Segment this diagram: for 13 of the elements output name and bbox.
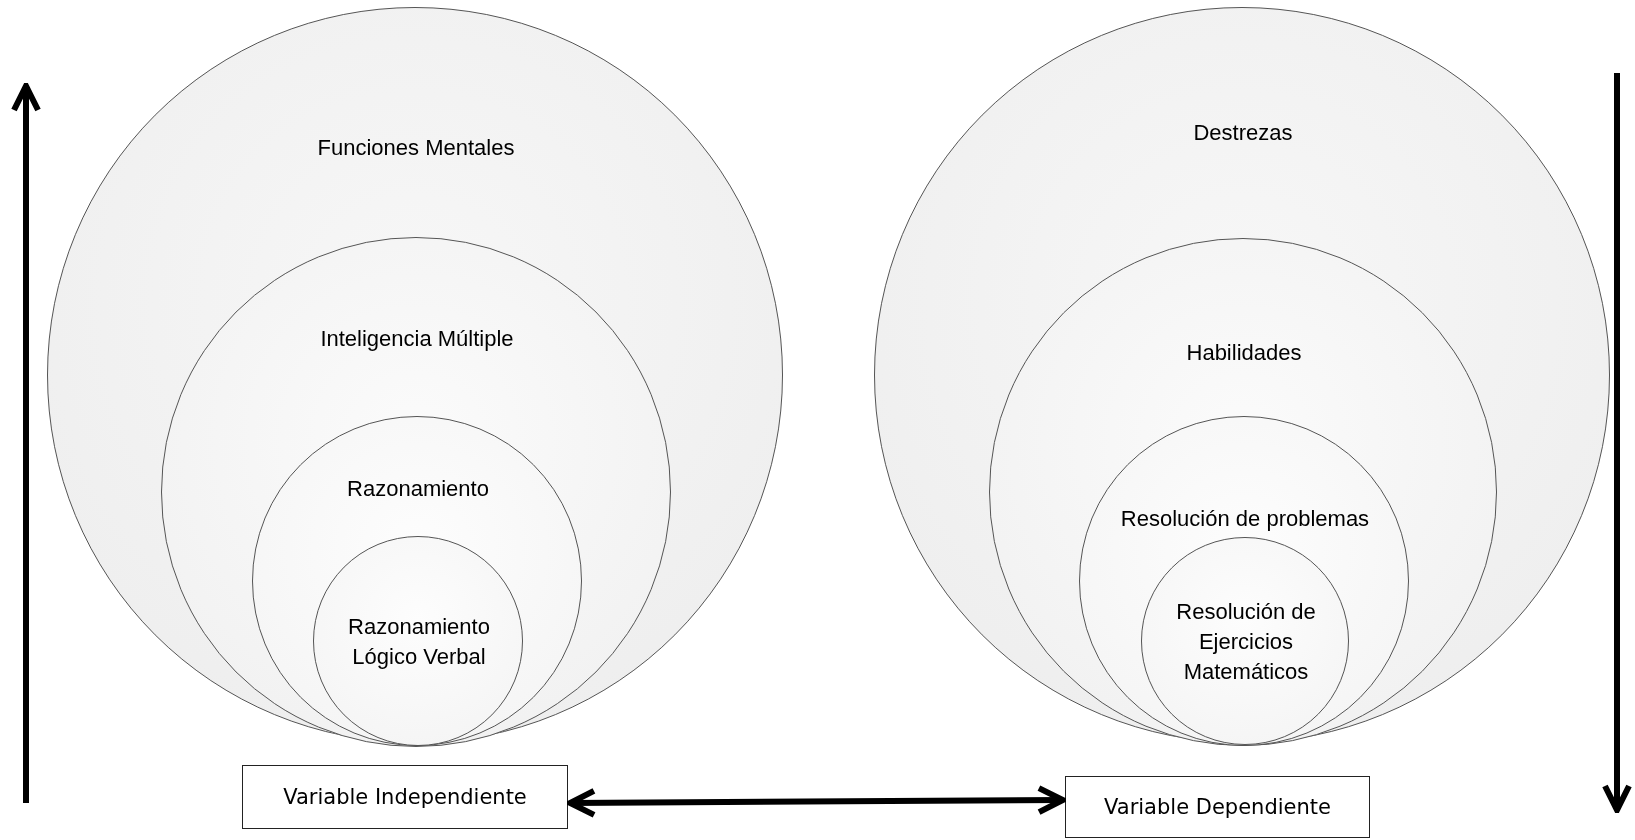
variable-label: Variable Independiente [283, 785, 527, 809]
concept-label: Razonamiento Lógico Verbal [347, 613, 491, 671]
concept-label: Funciones Mentales [316, 134, 516, 162]
concept-label: Resolución de Ejercicios Matemáticos [1175, 598, 1317, 686]
variable-box [242, 765, 568, 829]
variable-label: Variable Dependiente [1104, 795, 1331, 819]
variable-box [1065, 776, 1370, 838]
concept-label: Resolución de problemas [1119, 505, 1371, 533]
concept-label: Razonamiento [346, 475, 490, 503]
double-arrow [567, 785, 1066, 818]
concept-label: Inteligencia Múltiple [319, 325, 515, 353]
concept-label: Destrezas [1192, 119, 1294, 147]
concept-label: Habilidades [1185, 339, 1303, 367]
